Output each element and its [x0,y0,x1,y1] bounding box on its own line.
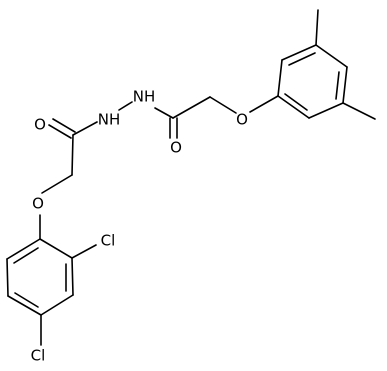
bond-cl-ortho [71,244,97,259]
atom-o-ether-left: O [32,195,44,213]
ring-left-bond-2 [71,257,74,296]
bond-o-ring-right [249,95,279,113]
bond-c-ch2-right [172,96,211,119]
ring-left-bond-6 [6,238,41,260]
ring-right-bond-3 [315,44,348,68]
ring-right-bond-2 [281,44,317,61]
atom-labels: O NH NH O O O Cl Cl [31,88,248,365]
atom-nh-left: NH [98,111,121,129]
ring-right-bond-5 [308,102,344,119]
ring-left-bond-1 [39,238,73,259]
bond-n-n [118,101,133,111]
ring-left-bond-3 [40,294,74,316]
ring-right-inner-3 [284,93,308,111]
atom-o-carbonyl-right: O [170,139,182,157]
bond-ch2-o-right [209,96,237,114]
bond-nh-c-right [154,107,174,119]
bond-carbonyl-left-double-a [48,124,72,139]
ring-right-inner-1 [288,52,316,66]
bond-c-ch2-left [71,134,74,176]
ring-left-inner-3 [13,247,39,264]
ring-left-inner-2 [14,292,39,308]
ring-left-bond-4 [7,295,42,316]
atom-o-carbonyl-left: O [34,116,46,134]
bond-carbonyl-left-double-b [52,118,76,133]
ring-left-bond-5 [6,258,9,297]
ring-right-bond-1 [277,59,283,97]
atom-cl-para: Cl [31,347,46,365]
bond-methyl-right [342,102,376,120]
bond-c-nh-left [72,121,98,136]
ring-right-bond-6 [277,95,310,119]
atom-cl-ortho: Cl [101,232,116,250]
bond-ch2-o-left [41,174,73,194]
bonds [6,9,376,346]
ring-right-bond-4 [342,66,348,104]
atom-o-ether-right: O [236,111,248,129]
bond-methyl-top [315,9,319,46]
ring-right-inner-2 [335,71,340,100]
atom-nh-right: NH [133,88,156,106]
